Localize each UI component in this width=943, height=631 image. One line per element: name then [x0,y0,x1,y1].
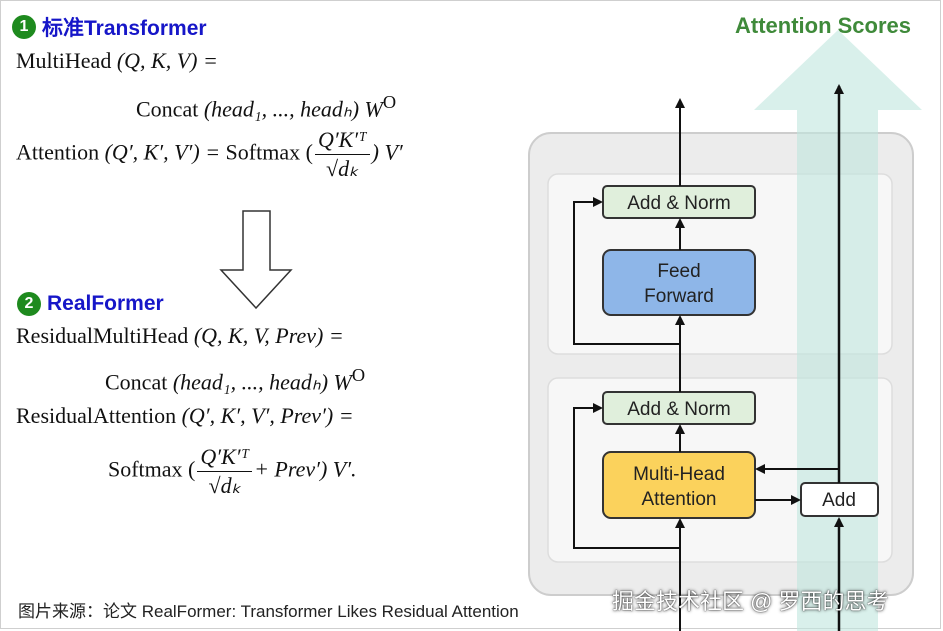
eq-concat-sup: O [382,92,397,112]
watermark: 掘金技术社区 @ 罗西的思考 [612,589,889,614]
eq-residual-softmax-func: Softmax ( [108,456,196,482]
section1-title: 标准Transformer [42,17,207,40]
eq-multihead-args: (Q, K, V) = [116,48,218,73]
section2-heading: 2 RealFormer [17,292,164,316]
eq-attention-fraction: Q′K′ᵀ√dₖ [314,127,370,182]
eq-residual-fraction: Q′K′ᵀ√dₖ [197,444,253,499]
hollow-down-arrow [219,210,293,310]
eq-concat: Concat (head₁, ..., headₕ) WO [136,92,396,122]
multi-head-label-line2: Attention [642,489,717,510]
eq-residual-multihead: ResidualMultiHead (Q, K, V, Prev) = [16,323,344,349]
eq-multihead-lhs: MultiHead [16,48,112,73]
eq-attention-func: Softmax ( [225,139,313,165]
attention-scores-label: Attention Scores [735,13,911,38]
eq-residual-attention-lhs: ResidualAttention [16,403,177,428]
eq-residual-attention: ResidualAttention (Q′, K′, V′, Prev′) = [16,403,354,429]
eq-concat-args: (head₁, ..., headₕ) W [203,96,383,122]
add-label: Add [822,490,856,511]
eq-multihead: MultiHead (Q, K, V) = [16,48,218,74]
eq-residual-multihead-lhs: ResidualMultiHead [16,323,189,348]
section2-title: RealFormer [47,292,164,315]
residual-connection-top [573,197,680,345]
eq-residual-concat-args: (head₁, ..., headₕ) W [172,369,352,395]
eq-residual-multihead-args: (Q, K, V, Prev) = [193,323,344,348]
fraction-numerator: Q′K′ᵀ [314,127,370,156]
eq-residual-softmax-tail: + Prev′) V′. [254,456,357,482]
residual-connection-bottom [573,403,680,549]
eq-residual-concat-sup: O [351,365,366,385]
section2-number-badge: 2 [17,292,41,316]
feed-forward-label-line2: Forward [644,286,714,307]
eq-attention-args: (Q′, K′, V′) = [104,139,221,165]
multi-head-label-line1: Multi-Head [633,464,725,485]
section1-number-badge: 1 [12,15,36,39]
feed-forward-label-line1: Feed [657,261,700,282]
eq-residual-attention-args: (Q′, K′, V′, Prev′) = [181,403,354,428]
add-norm-bottom-label: Add & Norm [627,399,730,420]
section1-heading: 1 标准Transformer [12,12,207,42]
residual-fraction-numerator: Q′K′ᵀ [197,444,253,473]
fraction-denominator: √dₖ [326,156,359,182]
add-norm-top-label: Add & Norm [627,193,730,214]
eq-attention-lhs: Attention [16,139,100,165]
eq-attention-tail: ) V′ [371,139,403,165]
residual-fraction-denominator: √dₖ [208,473,241,499]
eq-residual-concat: Concat (head₁, ..., headₕ) WO [105,365,365,395]
eq-attention: Attention (Q′, K′, V′) = Softmax (Q′K′ᵀ√… [16,127,403,182]
figure-caption: 图片来源：论文 RealFormer: Transformer Likes Re… [18,602,519,621]
eq-residual-concat-name: Concat [105,369,168,395]
eq-concat-name: Concat [136,96,199,122]
eq-residual-softmax: Softmax (Q′K′ᵀ√dₖ+ Prev′) V′. [108,444,357,499]
